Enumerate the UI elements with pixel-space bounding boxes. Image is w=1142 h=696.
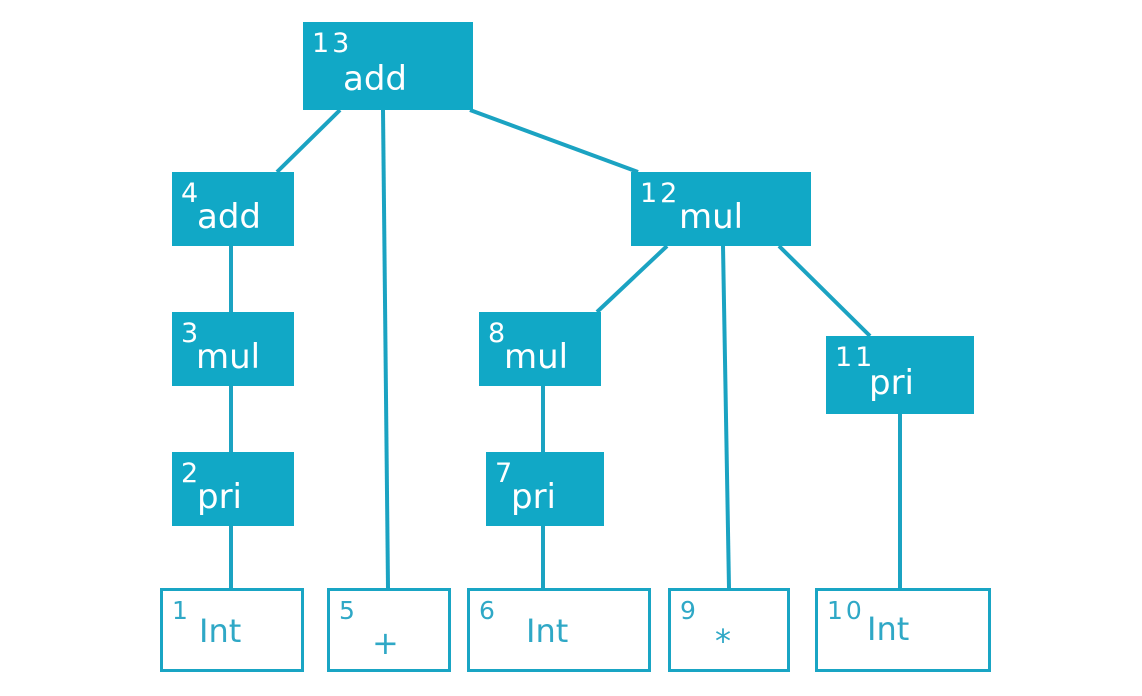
node-index: 9: [680, 596, 699, 625]
node-index: 4: [181, 178, 202, 209]
node-label: mul: [504, 337, 569, 377]
tree-edge-n13-n5: [381, 109, 390, 589]
node-index: 5: [339, 596, 358, 625]
node-label: pri: [197, 477, 243, 517]
node-index: 8: [488, 318, 509, 349]
tree-edge-n12-n11: [777, 244, 872, 338]
node-label: Int: [199, 612, 242, 650]
tree-edge-n12-n8: [595, 244, 669, 314]
node-label: pri: [869, 363, 915, 403]
node-label: add: [197, 197, 261, 237]
tree-edge-n13-n12: [469, 108, 639, 174]
node-index: 13: [312, 28, 353, 59]
node-label: Int: [867, 610, 910, 648]
tree-node-5-+[interactable]: 5+: [327, 588, 451, 672]
node-index: 7: [495, 458, 516, 489]
node-label: pri: [511, 477, 557, 517]
node-label: add: [343, 59, 407, 99]
node-label: +: [372, 624, 399, 662]
node-label: mul: [679, 197, 744, 237]
node-label: *: [715, 622, 731, 660]
tree-node-9-*[interactable]: 9*: [668, 588, 790, 672]
node-index: 12: [640, 178, 681, 209]
tree-edge-n12-n9: [721, 245, 731, 589]
node-index: 2: [181, 458, 202, 489]
node-label: Int: [526, 612, 569, 650]
tree-edge-n13-n4: [275, 108, 342, 174]
node-index: 3: [181, 318, 202, 349]
node-index: 6: [479, 596, 498, 625]
node-index: 1: [172, 596, 191, 625]
node-index: 11: [835, 342, 876, 373]
node-label: mul: [196, 337, 261, 377]
node-index: 10: [827, 596, 865, 625]
